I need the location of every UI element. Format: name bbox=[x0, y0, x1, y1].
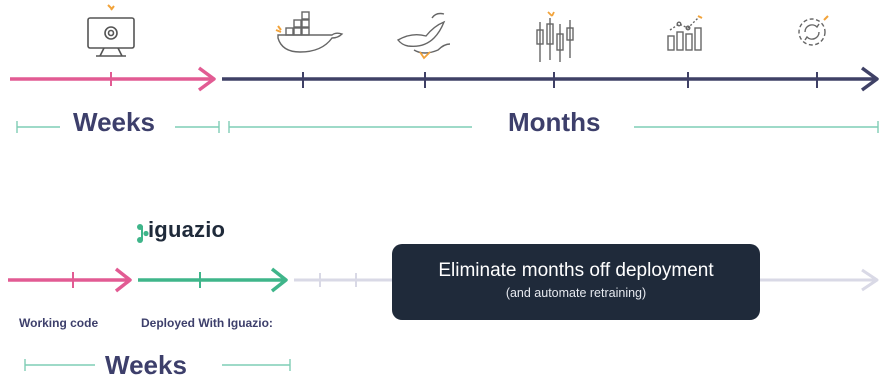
callout-subtitle: (and automate retraining) bbox=[505, 286, 647, 300]
top-span-brackets bbox=[16, 121, 879, 133]
bottom-span-bracket bbox=[24, 359, 291, 371]
top-months-label: Months bbox=[508, 107, 601, 137]
callout-title: Eliminate months off deployment bbox=[438, 260, 714, 281]
top-timeline bbox=[10, 66, 879, 92]
brand-name: iguazio bbox=[148, 217, 226, 242]
bird-icon bbox=[396, 12, 451, 60]
candlestick-icon bbox=[536, 11, 574, 62]
callout-box: Eliminate months off deployment (and aut… bbox=[392, 244, 760, 320]
monitor-icon bbox=[87, 4, 135, 57]
gear-sync-icon bbox=[798, 15, 829, 46]
iguazio-logo-icon bbox=[137, 224, 149, 243]
bottom-weeks-label: Weeks bbox=[105, 350, 187, 380]
top-weeks-label: Weeks bbox=[73, 107, 155, 137]
working-code-label: Working code bbox=[19, 316, 99, 330]
deployed-label: Deployed With Iguazio: bbox=[141, 316, 273, 330]
bar-chart-icon bbox=[667, 15, 703, 51]
docker-whale-icon bbox=[275, 11, 344, 53]
bottom-timeline bbox=[8, 267, 879, 293]
